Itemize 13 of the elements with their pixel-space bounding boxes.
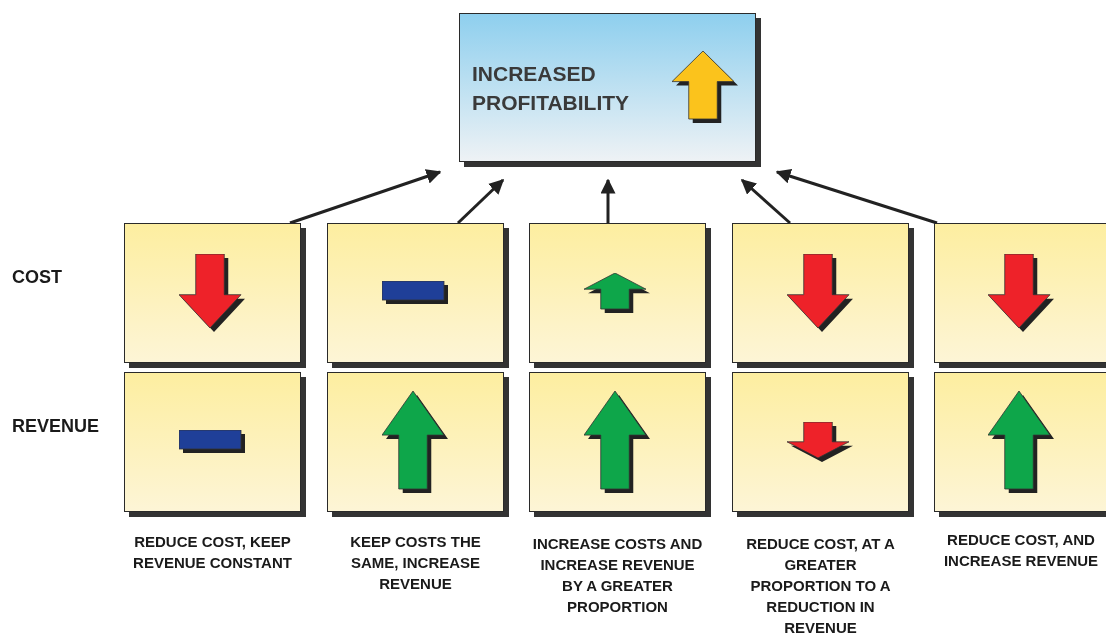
row-label: REVENUE — [12, 416, 100, 437]
node-label: REDUCE COST, AND INCREASE REVENUE — [942, 530, 1100, 571]
arrow — [289, 169, 442, 225]
arrow — [775, 168, 938, 225]
arrow — [456, 178, 505, 225]
arrow — [600, 178, 616, 223]
box-title: INCREASED PROFITABILITY — [472, 60, 631, 116]
row-label: COST — [12, 267, 62, 288]
node-label: REDUCE COST, AT A GREATER PROPORTION TO A REDUCTION IN REVENUE — [745, 534, 896, 638]
node-label: KEEP COSTS THE SAME, INCREASE REVENUE — [349, 532, 482, 594]
node-label: REDUCE COST, KEEP REVENUE CONSTANT — [132, 532, 293, 573]
node-label: INCREASE COSTS AND INCREASE REVENUE BY A GREATER PROPORTION — [531, 534, 704, 617]
arrow — [740, 178, 791, 225]
